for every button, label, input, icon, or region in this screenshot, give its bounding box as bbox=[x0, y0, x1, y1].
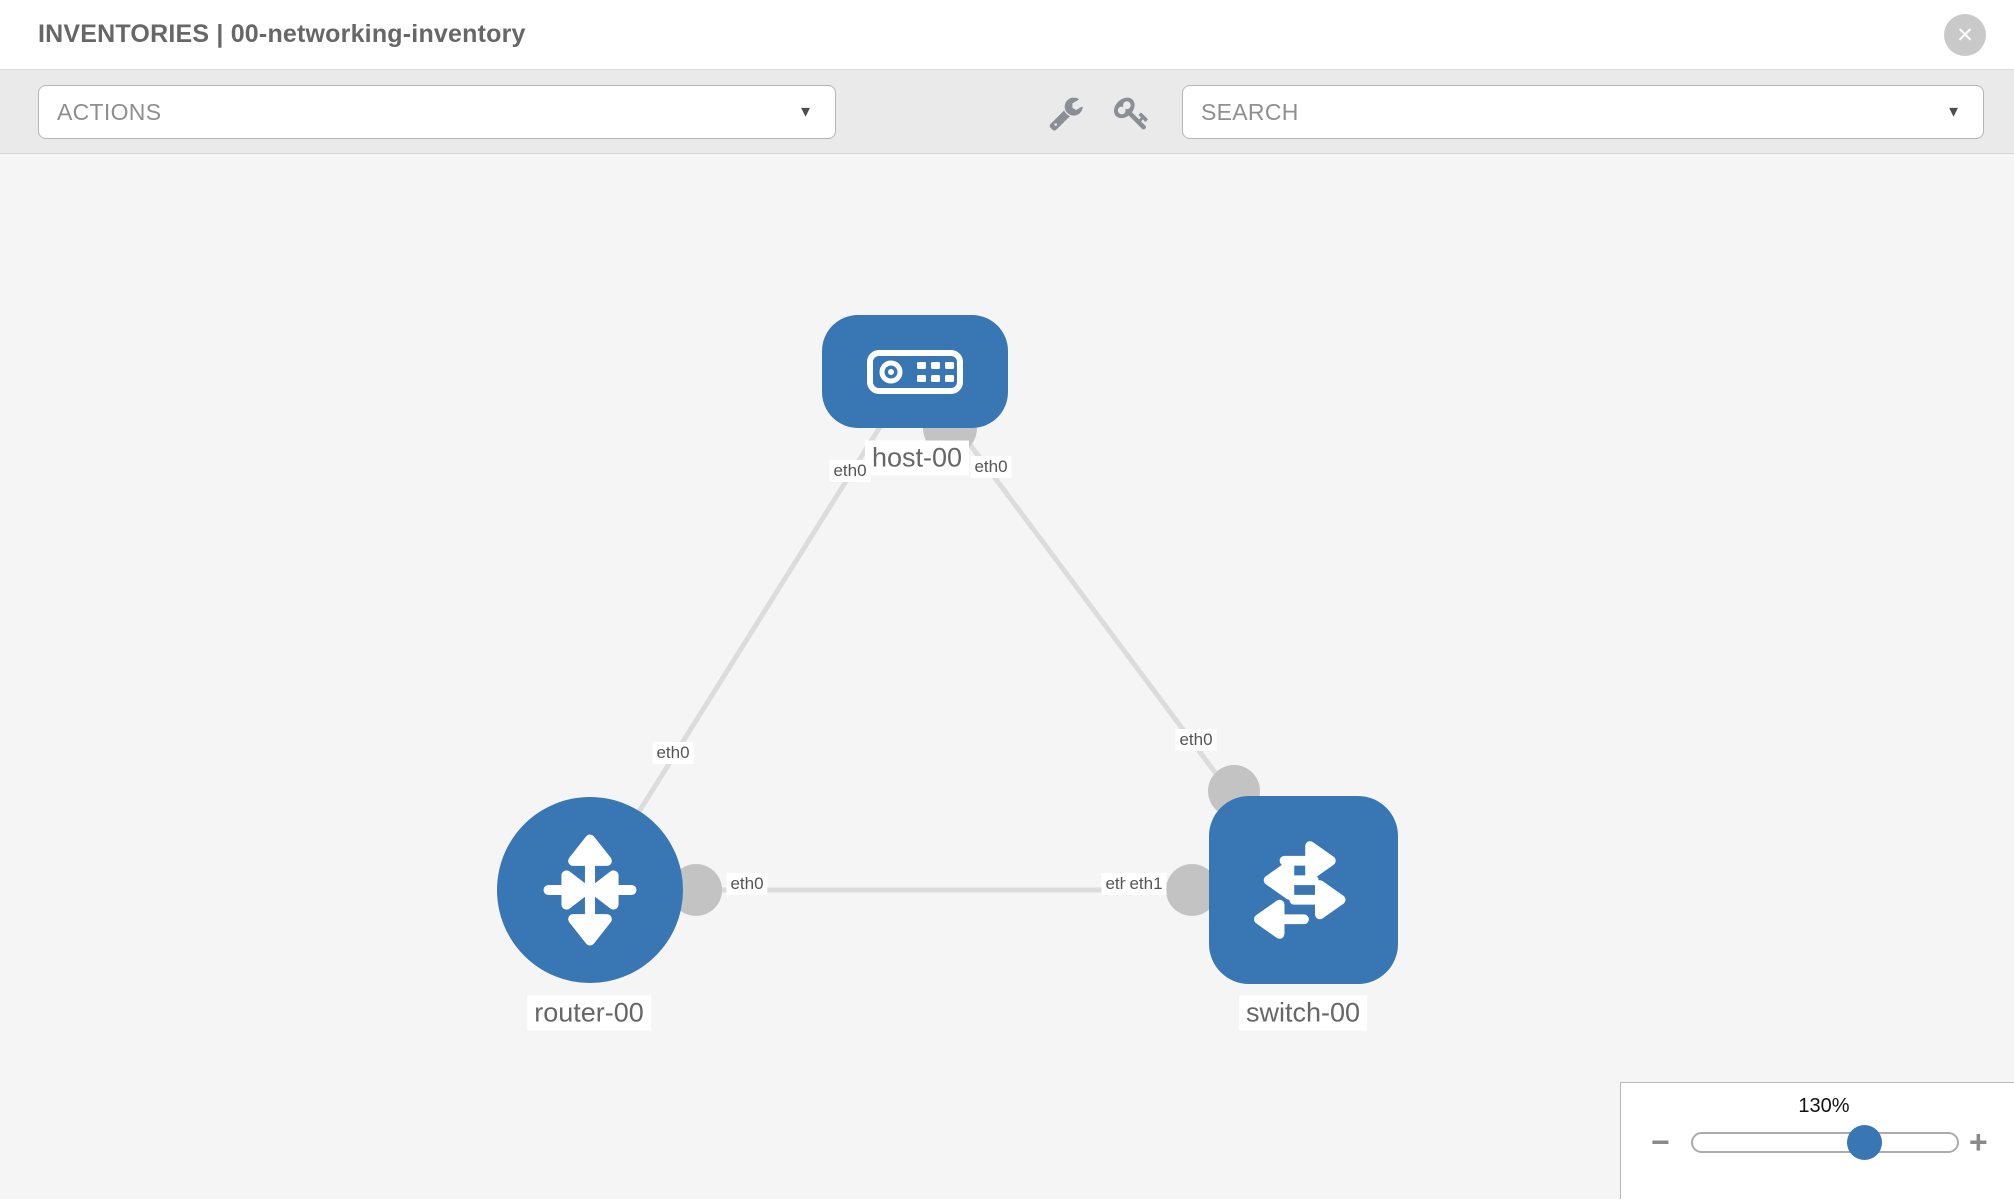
node-label-router: router-00 bbox=[527, 995, 651, 1031]
if-label-switch-to-host: eth0 bbox=[1175, 729, 1217, 751]
wrench-icon[interactable] bbox=[1048, 95, 1084, 131]
if-label-host-to-router: eth0 bbox=[829, 460, 871, 482]
zoom-out-button[interactable]: − bbox=[1651, 1124, 1670, 1160]
node-label-host: host-00 bbox=[864, 440, 970, 476]
search-placeholder: SEARCH bbox=[1201, 98, 1299, 125]
router-icon bbox=[543, 834, 637, 946]
actions-dropdown[interactable]: ACTIONS ▼ bbox=[38, 85, 836, 139]
server-icon bbox=[867, 349, 963, 394]
node-switch-00[interactable] bbox=[1209, 796, 1398, 984]
chevron-down-icon: ▼ bbox=[1946, 103, 1961, 121]
topology-canvas[interactable]: host-00 router-00 switch-00 eth0 eth0 et… bbox=[0, 154, 2014, 1199]
if-label-host-to-switch: eth0 bbox=[970, 456, 1012, 478]
links-layer bbox=[587, 369, 1306, 893]
if-label-switch-to-router: eth1 bbox=[1125, 873, 1167, 895]
toolbar: ACTIONS ▼ SEARCH ▼ bbox=[0, 70, 2014, 154]
close-icon: ✕ bbox=[1956, 23, 1974, 47]
actions-dropdown-label: ACTIONS bbox=[57, 98, 162, 125]
minus-icon: − bbox=[1651, 1124, 1670, 1160]
search-dropdown[interactable]: SEARCH ▼ bbox=[1182, 85, 1984, 139]
close-button[interactable]: ✕ bbox=[1944, 14, 1986, 56]
link-host-router[interactable] bbox=[587, 369, 918, 892]
header: INVENTORIES | 00-networking-inventory ✕ bbox=[0, 0, 2014, 70]
zoom-slider-track[interactable] bbox=[1691, 1125, 1959, 1160]
key-icon[interactable] bbox=[1114, 95, 1150, 131]
if-label-router-to-switch: eth0 bbox=[726, 873, 768, 895]
page-title: INVENTORIES | 00-networking-inventory bbox=[38, 20, 526, 48]
node-router-00[interactable] bbox=[497, 797, 683, 983]
plus-icon: + bbox=[1969, 1124, 1988, 1160]
switch-icon bbox=[1253, 841, 1345, 939]
chevron-down-icon: ▼ bbox=[798, 103, 813, 121]
zoom-slider-handle[interactable] bbox=[1847, 1125, 1882, 1160]
node-label-switch: switch-00 bbox=[1238, 995, 1368, 1031]
zoom-level-readout: 130% bbox=[1798, 1095, 1850, 1117]
node-host-00[interactable] bbox=[822, 315, 1008, 428]
zoom-in-button[interactable]: + bbox=[1969, 1124, 1988, 1160]
zoom-control-panel: 130% − + bbox=[1620, 1082, 2014, 1199]
if-label-router-to-host: eth0 bbox=[652, 742, 694, 764]
